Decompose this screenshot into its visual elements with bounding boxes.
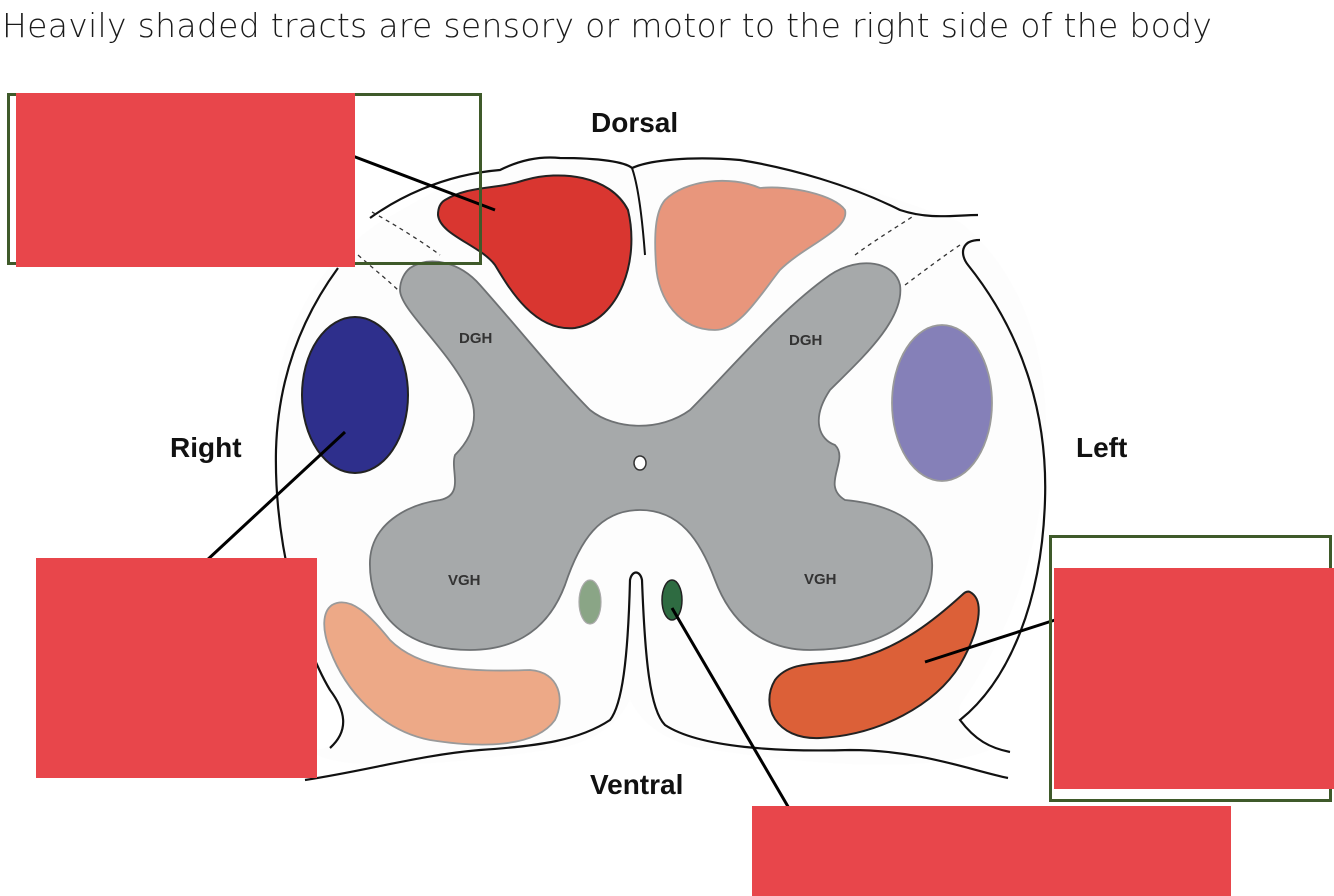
dorsal-septum	[631, 167, 646, 256]
central-canal	[633, 455, 647, 471]
cord-edge-left	[369, 156, 633, 219]
vgh-right-label: VGH	[448, 572, 481, 589]
leader-line-medial-tract	[670, 607, 792, 811]
cord-edge-right	[631, 157, 979, 218]
answer-box-ventral-tract[interactable]	[1054, 568, 1334, 789]
cord-edge-bottom	[304, 571, 1009, 782]
cord-edge-right-side	[958, 238, 1047, 754]
leader-line-lateral-tract	[203, 430, 347, 564]
right-label: Right	[170, 432, 242, 463]
leader-line-dorsal-column	[349, 153, 496, 212]
dorsal-column-right-dark	[436, 174, 633, 330]
lateral-tract-right-dark	[301, 316, 409, 474]
dgh-left-label: DGH	[789, 332, 822, 349]
lateral-tract-left-light	[891, 324, 993, 482]
dorsolateral-sulcus-right	[854, 214, 916, 256]
medial-tract-left-dark	[661, 579, 683, 621]
leader-line-ventral-tract	[924, 618, 1056, 664]
answer-box-lateral-tract[interactable]	[36, 558, 317, 778]
cord-edge-left-side	[274, 267, 345, 749]
gray-matter	[369, 260, 933, 651]
dorsal-column-left-light	[654, 179, 847, 331]
answer-box-dorsal-column[interactable]	[16, 93, 355, 267]
dgh-right-label: DGH	[459, 330, 492, 347]
vgh-left-label: VGH	[804, 571, 837, 588]
ventral-label: Ventral	[590, 769, 683, 800]
answer-box-medial-tract[interactable]	[752, 806, 1231, 896]
page-heading: Heavily shaded tracts are sensory or mot…	[2, 6, 1213, 45]
left-label: Left	[1076, 432, 1127, 463]
ventral-tract-left-dark	[768, 590, 980, 740]
dorsolateral-sulcus-left	[371, 211, 441, 256]
ventral-tract-right-light	[323, 601, 561, 746]
dorsal-label: Dorsal	[591, 107, 678, 138]
medial-tract-right-light	[578, 579, 602, 625]
